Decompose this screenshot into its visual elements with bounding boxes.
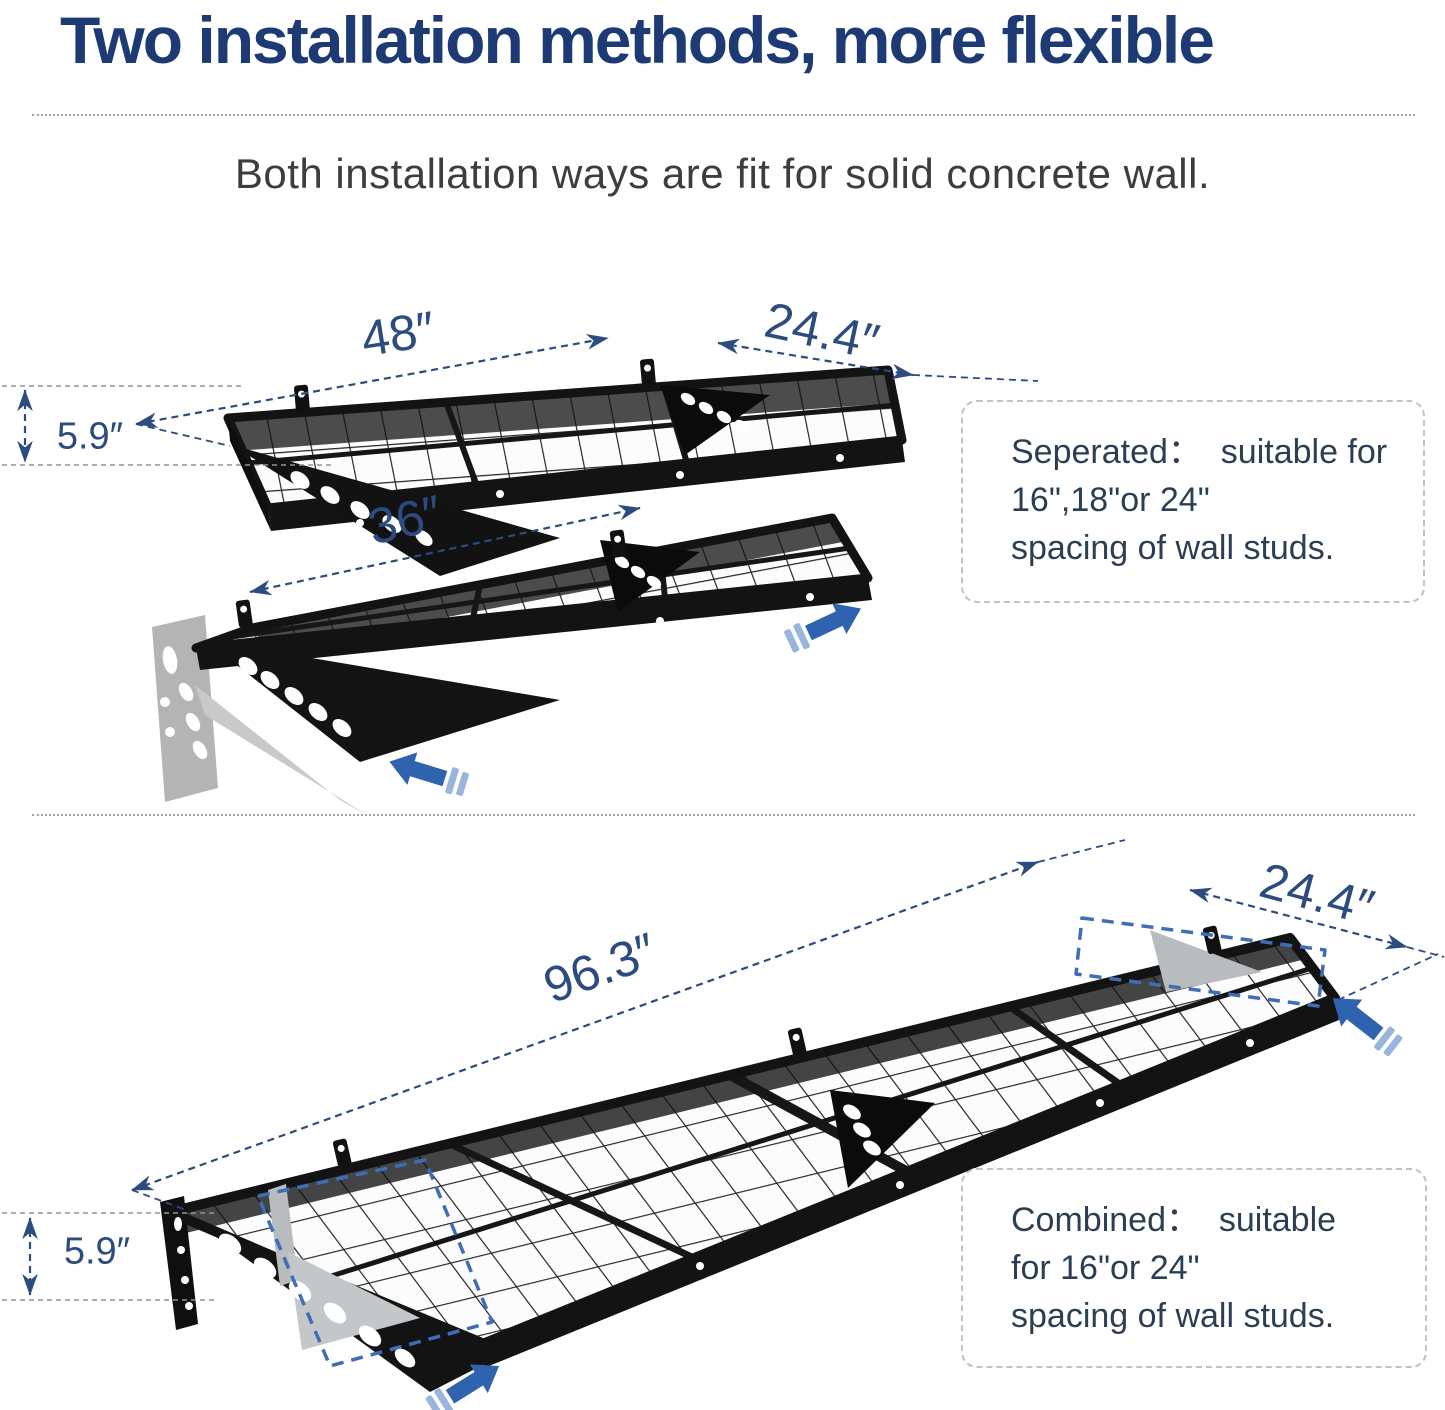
combined-callout-line3: spacing of wall studs. (1011, 1297, 1335, 1335)
wall-hook (294, 384, 310, 413)
guide-lines (2, 385, 332, 1301)
dimension-label-48in: 48″ (357, 300, 439, 368)
separated-callout-line3: spacing of wall studs. (1011, 529, 1335, 567)
dim-line-963 (131, 860, 1039, 1192)
combined-callout-line2: for 16"or 24" (1011, 1249, 1200, 1287)
dim-line-24-top (717, 338, 914, 380)
dotted-divider-middle (32, 814, 1415, 816)
slide-arrows (389, 603, 1403, 1410)
wall-hook (787, 1027, 807, 1056)
dim-line-24-bottom (1189, 887, 1408, 950)
slide-arrow-left-icon (389, 752, 469, 797)
dimension-label-59in-top: 5.9″ (56, 415, 124, 458)
dim-line-36 (249, 504, 641, 596)
slide-arrow-right-icon (784, 603, 862, 653)
separated-callout-line2: 16",18"or 24" (1011, 481, 1210, 519)
wall-hook (235, 599, 253, 628)
dimension-lines (17, 334, 1445, 1296)
wall-hook (640, 358, 656, 387)
combined-callout: Combined： suitable for 16"or 24" spacing… (961, 1168, 1427, 1368)
slide-arrow-upright-icon (425, 1364, 500, 1410)
wall-hook (1202, 925, 1222, 954)
page-title: Two installation methods, more flexible (60, 3, 1215, 77)
shelf-36x24-illustration (152, 513, 873, 818)
dotted-divider-top (32, 114, 1415, 116)
combined-callout-line1: Combined： suitable (1011, 1201, 1337, 1239)
separated-callout: Seperated： suitable for 16",18"or 24" sp… (961, 400, 1425, 603)
dim-line-48 (135, 334, 609, 428)
wall-hook (332, 1138, 352, 1167)
separated-callout-line1: Seperated： suitable for (1011, 433, 1388, 471)
subtitle: Both installation ways are fit for solid… (234, 150, 1211, 197)
bracket-highlight-box-left (256, 1158, 494, 1368)
dimension-label-59in-bottom: 5.9″ (63, 1230, 131, 1273)
slide-arrow-downleft-icon (1332, 998, 1403, 1057)
